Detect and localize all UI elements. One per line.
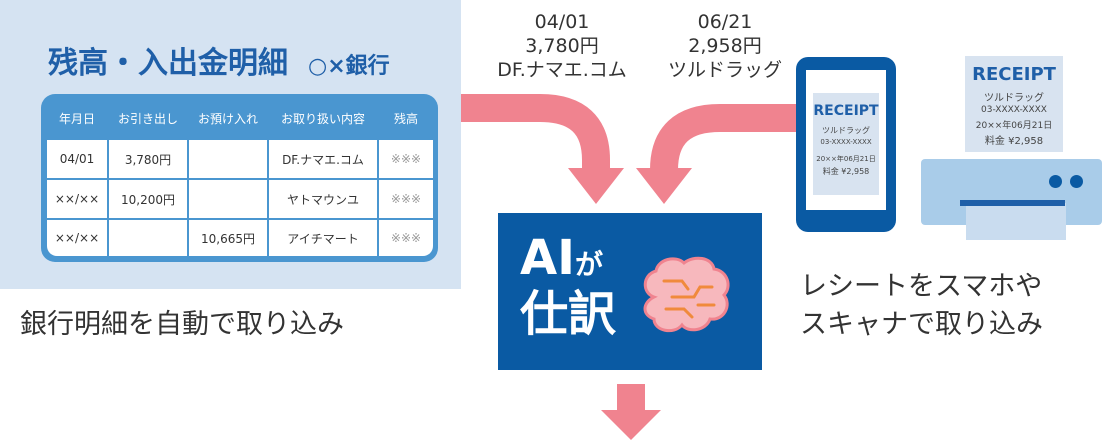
journal-label: 仕訳 (520, 286, 617, 342)
transaction-label-2: 06/21 2,958円 ツルドラッグ (660, 10, 790, 82)
receipt-shop: ツルドラッグ (822, 126, 870, 135)
scanner-tray (966, 203, 1066, 240)
table-cell: DF.ナマエ.コム (269, 140, 377, 178)
table-cell: ※※※ (379, 220, 433, 256)
bank-statement-title: 残高・入出金明細 ○×銀行 (48, 38, 390, 82)
bank-arrow-head (568, 168, 624, 204)
output-arrow-head (601, 410, 661, 440)
col-header-balance: 残高 (393, 111, 418, 126)
scanner-light-icon (1049, 175, 1062, 188)
receipt-caption: レシートをスマホや スキャナで取り込み (800, 268, 1043, 344)
table-cell (189, 180, 267, 218)
transaction-date: 06/21 (697, 11, 753, 33)
phone-to-ai-arrow (650, 104, 796, 172)
transaction-payee: ツルドラッグ (667, 59, 782, 81)
col-header-description: お取り扱い内容 (280, 111, 365, 126)
receipt-phone: 03-XXXX-XXXX (981, 105, 1047, 115)
bank-to-ai-arrow (461, 94, 610, 172)
output-arrow-shaft (617, 384, 645, 412)
scanner-slot (960, 200, 1065, 206)
col-header-date: 年月日 (58, 111, 95, 126)
table-cell: ※※※ (379, 180, 433, 218)
table-cell: アイチマート (269, 220, 377, 256)
transaction-amount: 2,958円 (688, 35, 762, 57)
phone-receipt: RECEIPT ツルドラッグ 03-XXXX-XXXX 20××年06月21日 … (813, 93, 879, 195)
col-header-deposit: お預け入れ (197, 111, 258, 126)
receipt-shop: ツルドラッグ (984, 93, 1044, 104)
transaction-label-1: 04/01 3,780円 DF.ナマエ.コム (497, 10, 627, 82)
receipt-caption-line-1: レシートをスマホや (800, 271, 1043, 302)
receipt-date: 20××年06月21日 (816, 155, 876, 163)
ai-label: AIが (520, 232, 603, 291)
receipt-amount: 料金 ¥2,958 (822, 167, 870, 176)
receipt-date: 20××年06月21日 (975, 121, 1053, 131)
bank-caption: 銀行明細を自動で取り込み (20, 309, 344, 340)
table-cell: ××/×× (47, 220, 107, 256)
transaction-amount: 3,780円 (525, 35, 599, 57)
receipt-phone: 03-XXXX-XXXX (820, 138, 872, 146)
statement-table: 年月日 お引き出し お預け入れ お取り扱い内容 残高 04/01 3,780円 … (41, 94, 438, 262)
table-cell (109, 220, 187, 256)
scanner-receipt: RECEIPT ツルドラッグ 03-XXXX-XXXX 20××年06月21日 … (965, 56, 1063, 152)
table-cell: 10,665円 (189, 220, 267, 256)
statement-title-text: 残高・入出金明細 (48, 46, 288, 81)
phone-arrow-head (636, 168, 692, 204)
ai-label-particle: が (575, 248, 604, 281)
table-cell (189, 140, 267, 178)
table-cell: ※※※ (379, 140, 433, 178)
col-header-withdrawal: お引き出し (117, 111, 178, 126)
transaction-payee: DF.ナマエ.コム (497, 59, 627, 81)
scanner-light-icon (1070, 175, 1083, 188)
receipt-amount: 料金 ¥2,958 (984, 136, 1044, 147)
table-cell: ××/×× (47, 180, 107, 218)
table-cell: 10,200円 (109, 180, 187, 218)
receipt-caption-line-2: スキャナで取り込み (800, 309, 1043, 340)
table-cell: 3,780円 (109, 140, 187, 178)
table-cell: ヤトマウンユ (269, 180, 377, 218)
transaction-date: 04/01 (534, 11, 590, 33)
receipt-title: RECEIPT (813, 103, 879, 119)
table-cell: 04/01 (47, 140, 107, 178)
bank-name: ○×銀行 (308, 54, 390, 79)
ai-label-main: AI (520, 230, 576, 286)
brain-icon (643, 256, 730, 333)
receipt-title: RECEIPT (972, 64, 1056, 85)
